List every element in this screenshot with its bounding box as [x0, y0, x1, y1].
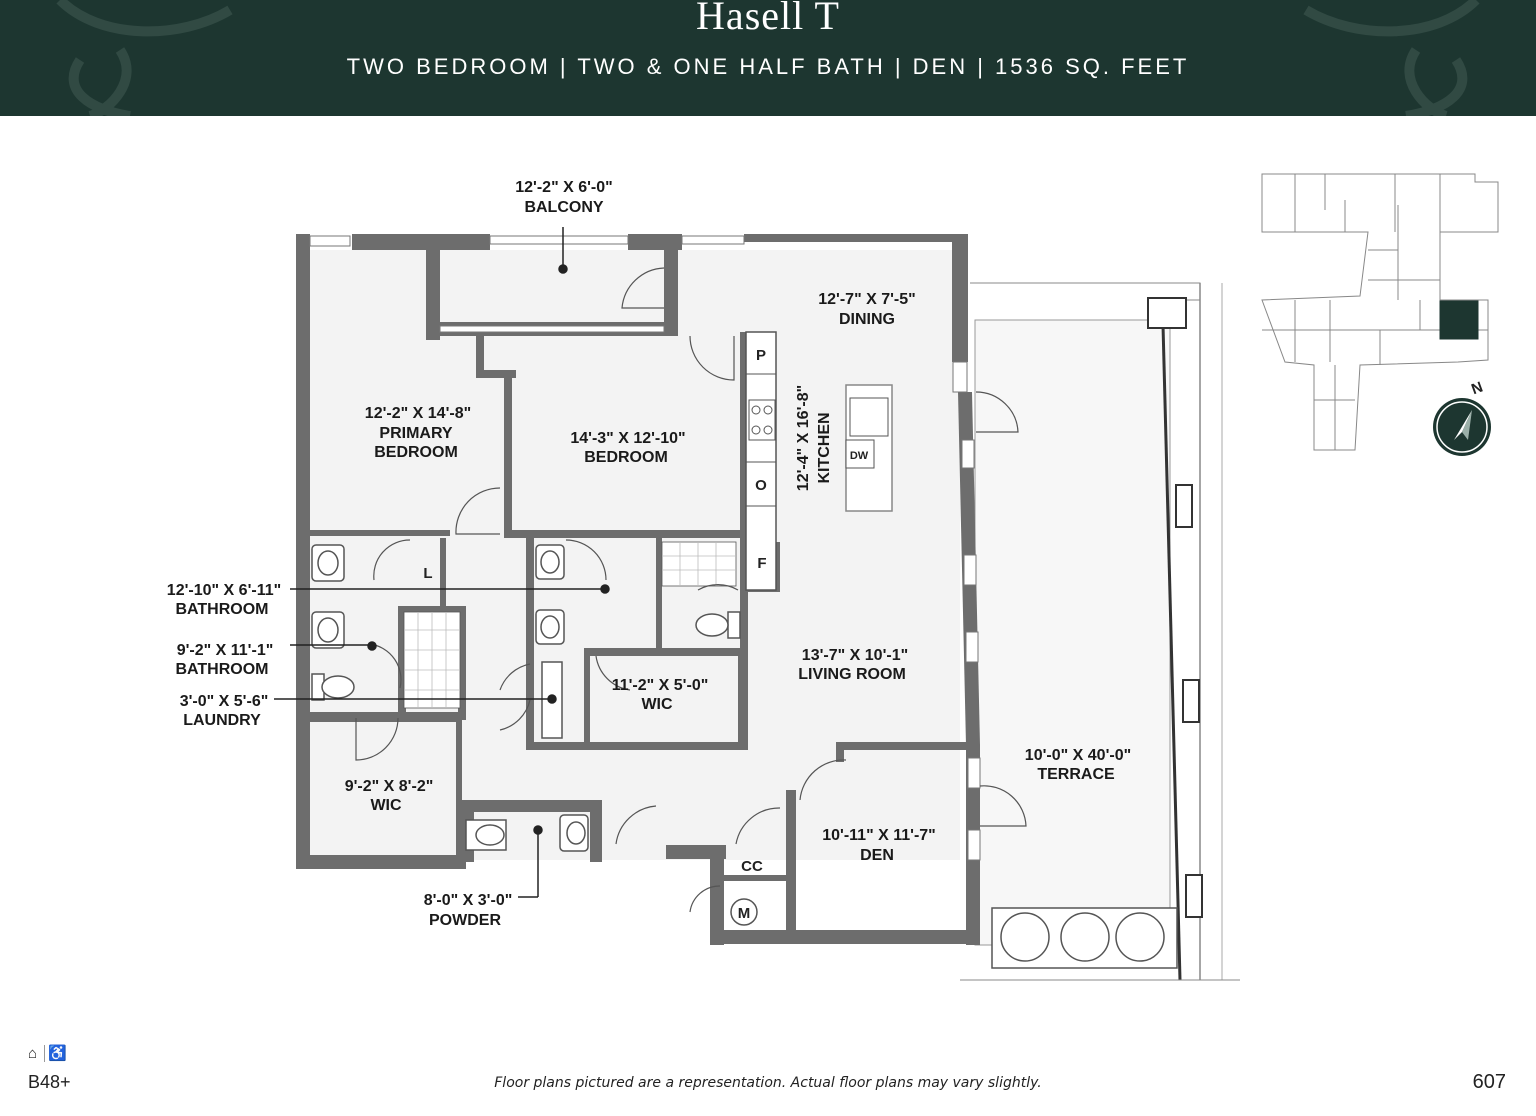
wic-small-dims: 11'-2" X 5'-0"	[612, 677, 709, 694]
terrace-area	[960, 282, 1240, 981]
linen-label: L	[423, 565, 432, 582]
living-room-dims: 13'-7" X 10'-1"	[802, 647, 908, 664]
appliance-labels: P O F DW L CC M	[423, 347, 868, 922]
room-labels: 12'-2" X 6'-0" BALCONY 12'-7" X 7'-5" DI…	[167, 179, 1131, 929]
powder-dims: 8'-0" X 3'-0"	[424, 892, 513, 909]
highlighted-unit	[1439, 300, 1479, 340]
den-name: DEN	[860, 847, 894, 864]
mechanical-label: M	[738, 905, 751, 922]
accessible-icon: ♿	[48, 1045, 67, 1062]
ornament-right	[1303, 0, 1480, 116]
kitchen-dims: 12'-4" X 16'-8"	[795, 385, 812, 491]
primary-bedroom-name-2: BEDROOM	[374, 444, 458, 461]
dining-dims: 12'-7" X 7'-5"	[818, 291, 916, 308]
living-room-name: LIVING ROOM	[798, 666, 906, 683]
fridge-label: F	[757, 555, 766, 572]
wic-small-name: WIC	[641, 696, 673, 713]
terrace-name: TERRACE	[1037, 766, 1115, 783]
pantry-label: P	[756, 347, 766, 364]
bathroom1-name: BATHROOM	[175, 601, 268, 618]
equal-housing-icon: ⌂	[28, 1045, 38, 1062]
bedroom-name: BEDROOM	[584, 449, 668, 466]
header-banner: Hasell T TWO BEDROOM | TWO & ONE HALF BA…	[0, 0, 1536, 116]
kitchen-name: KITCHEN	[816, 412, 833, 483]
floor-area	[310, 250, 960, 860]
den-dims: 10'-11" X 11'-7"	[822, 827, 936, 844]
plan-code: B48+	[28, 1072, 71, 1092]
door-swings	[355, 267, 1027, 913]
plan-title: Hasell T	[696, 0, 840, 38]
ornament-left	[56, 0, 233, 116]
shower-grid	[403, 541, 737, 709]
dishwasher-label: DW	[850, 450, 869, 462]
bathroom2-dims: 9'-2" X 11'-1"	[177, 642, 274, 659]
coat-closet-label: CC	[741, 858, 763, 875]
leader-lines	[274, 227, 610, 898]
page-number: 607	[1472, 1071, 1506, 1093]
windows	[309, 235, 981, 861]
exterior-walls	[296, 234, 980, 945]
accessibility-icons: ⌂ ♿	[28, 1044, 67, 1062]
compass-north-label: N	[1469, 379, 1485, 399]
primary-bedroom-name-1: PRIMARY	[379, 425, 453, 442]
plan-subtitle: TWO BEDROOM | TWO & ONE HALF BATH | DEN …	[346, 54, 1190, 79]
wic-large-name: WIC	[370, 797, 402, 814]
bathroom1-dims: 12'-10" X 6'-11"	[167, 582, 281, 599]
key-plan	[1261, 173, 1499, 451]
oven-label: O	[755, 477, 767, 494]
fixtures	[311, 544, 758, 926]
bathroom2-name: BATHROOM	[175, 661, 268, 678]
terrace-dims: 10'-0" X 40'-0"	[1025, 747, 1131, 764]
balcony-name: BALCONY	[524, 199, 603, 216]
wic-large-dims: 9'-2" X 8'-2"	[345, 778, 434, 795]
powder-name: POWDER	[429, 912, 501, 929]
dining-name: DINING	[839, 311, 895, 328]
disclaimer-note: Floor plans pictured are a representatio…	[494, 1075, 1042, 1091]
kitchen-counter	[745, 331, 893, 591]
laundry-name: LAUNDRY	[183, 712, 261, 729]
bedroom-dims: 14'-3" X 12'-10"	[570, 430, 685, 447]
balcony-dims: 12'-2" X 6'-0"	[515, 179, 613, 196]
primary-bedroom-dims: 12'-2" X 14'-8"	[365, 405, 471, 422]
laundry-dims: 3'-0" X 5'-6"	[180, 693, 269, 710]
compass-icon: N	[1433, 379, 1491, 456]
